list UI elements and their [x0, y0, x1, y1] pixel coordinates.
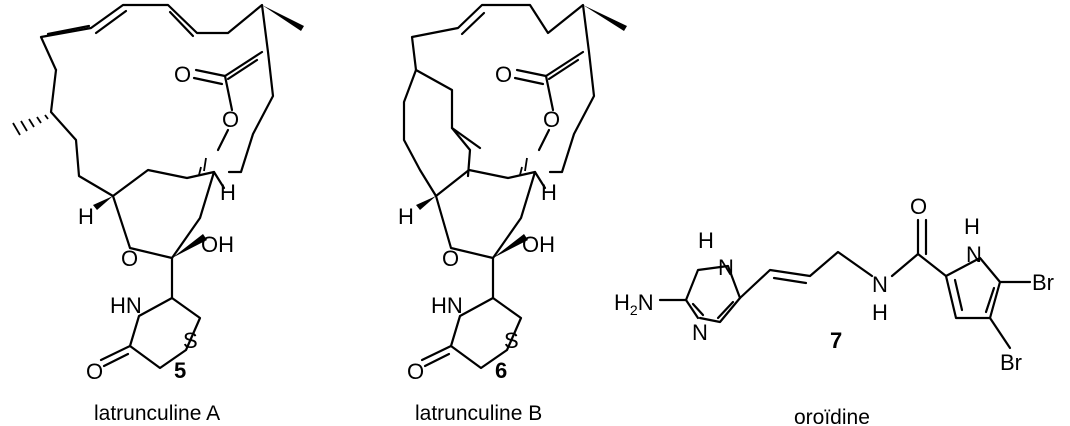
bond-macrocycle-chain	[410, 3, 596, 174]
atom-n-pyrrole: N	[966, 242, 982, 267]
bond-alkene-inner	[547, 58, 580, 81]
bond-pyrrole	[944, 256, 1002, 320]
bond-alkene	[544, 50, 585, 78]
structure-oroidine: H2N H N N N H O H N Br Br 7 oroïdine	[614, 194, 1054, 426]
bond-alkene-inner	[226, 58, 259, 81]
bond-allyl-chain	[738, 250, 874, 300]
bond-br-bottom	[988, 316, 1012, 350]
compound-name-7: oroïdine	[794, 406, 870, 426]
atom-o-carbonyl: O	[86, 359, 103, 384]
atom-o-pyran: O	[121, 246, 138, 271]
bond-double-z2	[94, 9, 128, 35]
bond-alkene-inner	[772, 276, 808, 285]
bond-methyl	[450, 126, 482, 150]
hash-co	[519, 157, 528, 176]
compound-number-7: 7	[830, 328, 842, 353]
atom-o-amide: O	[910, 194, 927, 219]
atom-h-right: H	[220, 180, 236, 205]
wedge-methyl-top	[583, 5, 627, 31]
bond-double-e	[168, 10, 195, 38]
hash-co	[198, 157, 207, 176]
atom-h2n: H2N	[614, 290, 654, 318]
bond-ester-co2	[513, 76, 545, 86]
bond-pyrrole-double2	[984, 286, 996, 314]
bond-alkene	[223, 50, 264, 78]
atom-o-ester-carbonyl: O	[495, 62, 512, 87]
atom-oh: OH	[201, 232, 234, 257]
bond-imidazole-double2	[716, 300, 735, 320]
wedge-oh	[493, 234, 528, 258]
bond-imidazole-double	[691, 302, 705, 317]
atom-h-right: H	[541, 180, 557, 205]
atom-h-amide: H	[872, 300, 888, 325]
atom-s: S	[183, 328, 198, 353]
atom-hn: HN	[431, 293, 463, 318]
bond-left-chain	[49, 68, 115, 198]
bond-h-right	[212, 170, 226, 190]
bond-macrocycle-chain	[39, 3, 275, 174]
bond-pyrrole-double	[953, 278, 964, 312]
atom-h-left: H	[398, 204, 414, 229]
bond-h-right	[533, 170, 547, 190]
atom-br-top: Br	[1032, 270, 1054, 295]
atom-n-imidazole-bottom: N	[692, 320, 708, 345]
wedge-methyl-top	[262, 5, 304, 31]
bond-ester-o2	[537, 128, 551, 152]
bond-pyran	[434, 168, 537, 260]
atom-o-ester: O	[222, 107, 239, 132]
bond-ester-o2	[216, 128, 230, 152]
bond-thiazolidine-co	[420, 344, 453, 362]
atom-h-imidazole: H	[698, 228, 714, 253]
atom-n-imidazole-top: N	[718, 255, 734, 280]
wedge-h-left	[93, 196, 113, 210]
bond-pyran	[111, 168, 216, 260]
bond-imidazole-close	[684, 298, 700, 320]
atom-br-bottom: Br	[1000, 350, 1022, 375]
bond-ester-o	[223, 74, 234, 112]
atom-o-carbonyl: O	[407, 359, 424, 384]
compound-number-6: 6	[495, 358, 507, 383]
bond-thiazolidine-co2	[423, 352, 451, 368]
bond-ester-co	[515, 68, 548, 78]
atom-o-ester-carbonyl: O	[174, 62, 191, 87]
wedge-oh	[172, 234, 207, 258]
bond-thiazolidine	[128, 296, 202, 370]
bond-thiazolidine	[449, 296, 523, 370]
atom-n-amide: N	[872, 272, 888, 297]
atom-hn: HN	[110, 293, 142, 318]
bond-double-z	[460, 11, 486, 36]
atom-h-pyrrole: H	[964, 214, 980, 239]
bond-left-chain	[414, 68, 472, 178]
bond-imidazole	[684, 264, 742, 324]
atom-o-pyran: O	[442, 246, 459, 271]
structure-latrunculine-b: O O H H O OH HN S O 6 latrunculine B	[398, 3, 627, 425]
bond-double-z	[46, 24, 91, 36]
atom-s: S	[504, 328, 519, 353]
bond-amide	[890, 252, 948, 278]
bond-ester-o	[544, 74, 555, 112]
structure-latrunculine-a: O O H H O OH HN S O 5 latrunculine A	[12, 3, 304, 425]
bond-ester-co2	[192, 76, 224, 86]
bond-left-chain2	[402, 68, 438, 198]
hash-methyl-left	[12, 114, 49, 136]
bond-thiazolidine-co	[99, 344, 132, 362]
atom-oh: OH	[522, 232, 555, 257]
wedge-h-left	[416, 196, 436, 210]
atom-o-ester: O	[543, 107, 560, 132]
bond-thiazolidine-co2	[102, 352, 130, 368]
compound-number-5: 5	[174, 358, 186, 383]
atom-h-left: H	[78, 204, 94, 229]
compound-name-5: latrunculine A	[94, 402, 220, 425]
bond-ester-co	[194, 68, 227, 78]
compound-name-6: latrunculine B	[415, 402, 542, 425]
